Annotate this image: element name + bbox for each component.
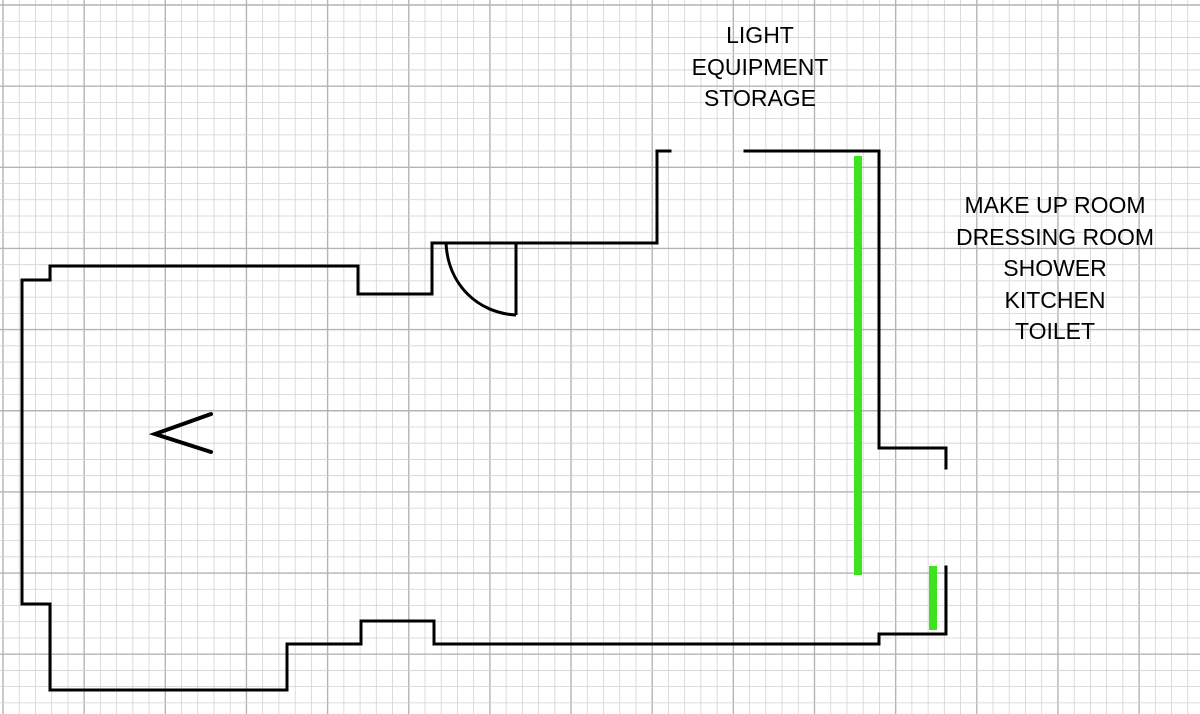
rooms-label-line: SHOWER xyxy=(1003,255,1107,281)
rooms-label-line: TOILET xyxy=(1014,318,1096,344)
rooms-label: MAKE UP ROOM DRESSING ROOM SHOWER KITCHE… xyxy=(930,190,1180,348)
highlight-walls xyxy=(854,156,937,630)
rooms-label-line: MAKE UP ROOM xyxy=(964,192,1146,218)
storage-label-line: LIGHT xyxy=(726,22,794,48)
rooms-label-line: DRESSING ROOM xyxy=(955,223,1155,250)
left-arrow-icon xyxy=(148,412,213,454)
main-wall xyxy=(20,149,948,692)
light-equipment-storage-label: LIGHT EQUIPMENT STORAGE xyxy=(660,20,860,115)
door xyxy=(444,242,518,317)
outer-walls xyxy=(20,149,948,692)
storage-label-line: EQUIPMENT xyxy=(691,53,829,80)
storage-wall xyxy=(743,149,948,470)
door-swing-arc xyxy=(444,242,517,317)
rooms-label-line: KITCHEN xyxy=(1004,286,1106,313)
storage-label-line: STORAGE xyxy=(703,85,817,111)
